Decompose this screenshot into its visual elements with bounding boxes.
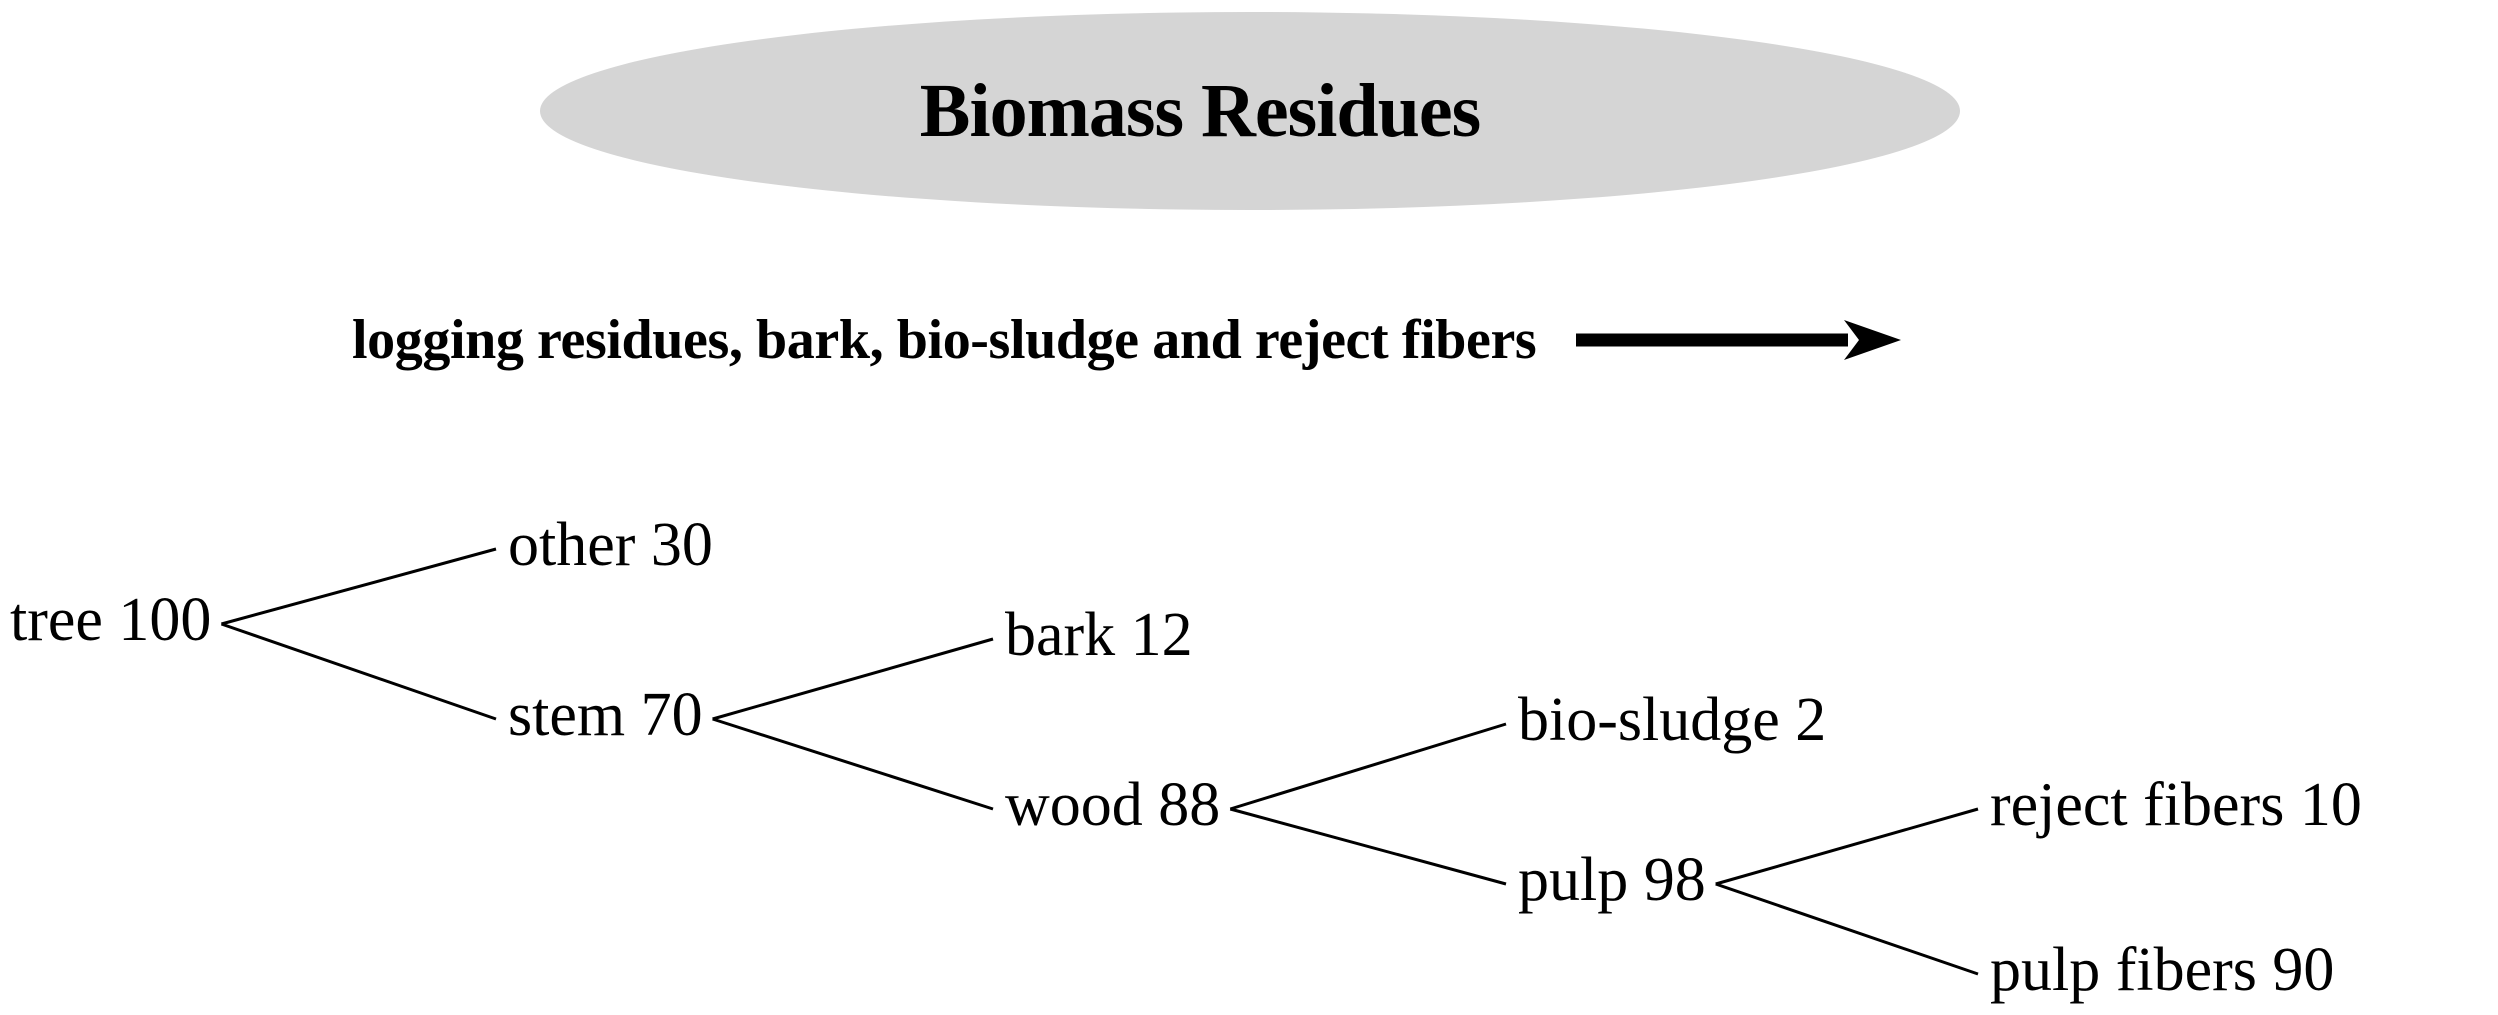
tree-node-stem: stem 70 xyxy=(508,681,703,749)
tree-node-pulp-fibers: pulp fibers 90 xyxy=(1990,936,2334,1004)
tree-node-reject-fibers: reject fibers 10 xyxy=(1990,771,2362,839)
tree-edge-stem-to-wood xyxy=(712,717,994,811)
subtitle-row: logging residues, bark, bio-sludge and r… xyxy=(352,308,1906,372)
right-arrow-icon xyxy=(1576,320,1902,360)
tree-edge-wood-to-pulp xyxy=(1229,807,1507,886)
tree-node-group: tree 100 other 30 stem 70 bark 12 wood 88 bio… xyxy=(10,511,2362,1004)
tree-node-pulp: pulp 98 xyxy=(1518,846,1706,914)
subtitle-label: logging residues, bark, bio-sludge and r… xyxy=(352,309,1537,371)
tree-node-bark: bark 12 xyxy=(1005,601,1193,669)
title-ellipse-shape xyxy=(540,12,1960,210)
tree-edge-group xyxy=(220,547,1979,976)
tree-edge-wood-to-bio-sludge xyxy=(1229,722,1507,811)
tree-node-other: other 30 xyxy=(508,511,713,579)
tree-node-bio-sludge: bio-sludge 2 xyxy=(1518,686,1826,754)
tree-node-wood: wood 88 xyxy=(1005,771,1220,839)
tree-edge-pulp-to-pulp-fibers xyxy=(1715,882,1979,976)
tree-node-tree: tree 100 xyxy=(10,586,211,654)
tree-edge-tree-to-other xyxy=(221,547,497,626)
tree-edge-pulp-to-reject-fibers xyxy=(1715,807,1979,886)
page-title: Biomass Residues xyxy=(919,68,1481,153)
tree-edge-stem-to-bark xyxy=(712,637,994,721)
tree-edge-tree-to-stem xyxy=(220,622,497,721)
